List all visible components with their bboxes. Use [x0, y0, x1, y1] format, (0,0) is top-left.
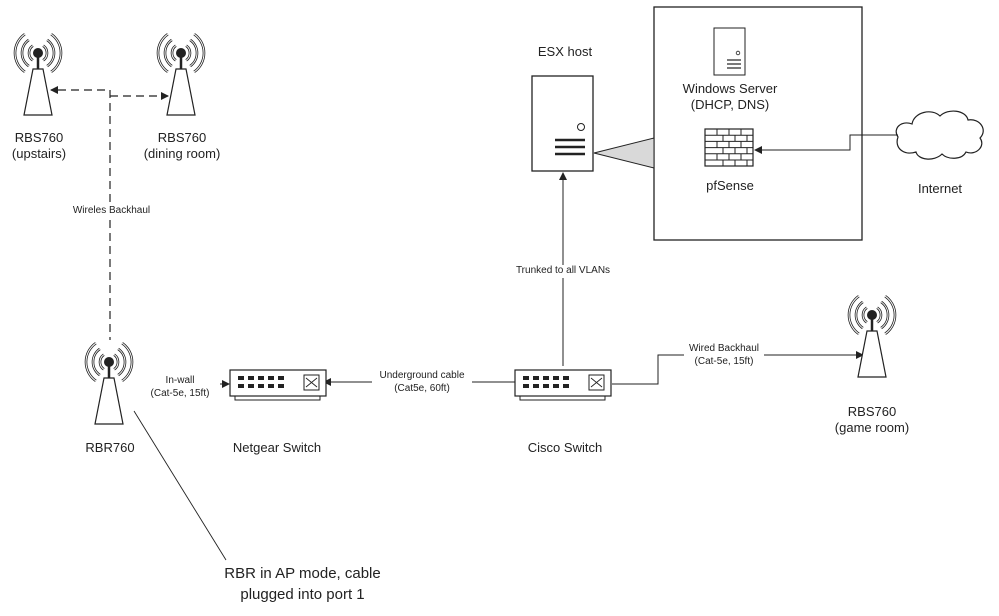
rbr-label: RBR760: [85, 440, 135, 455]
cisco-switch-icon[interactable]: [514, 369, 612, 401]
virtualization-connector: [593, 137, 655, 169]
rbs-upstairs-name: RBS760: [14, 130, 64, 145]
rbs-dining-location: (dining room): [143, 145, 221, 161]
in-wall-text: In-wall: [165, 375, 195, 386]
rbs-game-tower-icon[interactable]: [847, 295, 897, 378]
pfsense-firewall-icon[interactable]: [704, 128, 754, 167]
netgear-switch-icon[interactable]: [229, 369, 327, 401]
windows-server-name: Windows Server: [682, 81, 778, 96]
internet-uplink-line: [754, 134, 898, 154]
rbs-game-name: RBS760: [847, 404, 897, 419]
internet-cloud-icon[interactable]: [895, 110, 984, 160]
esx-vm-container: [653, 6, 863, 241]
rbr-tower-icon[interactable]: [84, 342, 134, 425]
esx-host-label: ESX host: [537, 44, 593, 59]
rbs-dining-label: RBS760 (dining room): [132, 130, 232, 161]
rbs-upstairs-location: (upstairs): [11, 145, 67, 161]
underground-text: Underground cable: [379, 370, 465, 381]
wireless-backhaul-label: Wireles Backhaul: [64, 205, 159, 218]
esx-host-server-icon[interactable]: [531, 75, 594, 172]
rbs-upstairs-label: RBS760 (upstairs): [0, 130, 78, 161]
rbs-game-location: (game room): [834, 419, 910, 435]
in-wall-label: In-wall (Cat-5e, 15ft): [140, 375, 220, 400]
annotation-leader-line: [133, 410, 227, 561]
rbs-game-label: RBS760 (game room): [822, 404, 922, 435]
wired-backhaul-text: Wired Backhaul: [688, 343, 760, 354]
rbs-dining-name: RBS760: [157, 130, 207, 145]
rbs-dining-tower-icon[interactable]: [156, 33, 206, 116]
rbr-mode-annotation: RBR in AP mode, cable plugged into port …: [210, 563, 395, 605]
underground-spec: (Cat5e, 60ft): [394, 382, 450, 394]
windows-server-label: Windows Server (DHCP, DNS): [670, 81, 790, 112]
pfsense-label: pfSense: [706, 178, 754, 193]
annotation-line-2: plugged into port 1: [240, 586, 365, 603]
trunk-label: Trunked to all VLANs: [513, 265, 613, 278]
wired-backhaul-spec: (Cat-5e, 15ft): [694, 355, 754, 367]
internet-label: Internet: [917, 181, 963, 196]
in-wall-spec: (Cat-5e, 15ft): [150, 387, 210, 399]
underground-cable-label: Underground cable (Cat5e, 60ft): [372, 370, 472, 395]
annotation-line-1: RBR in AP mode, cable: [224, 565, 381, 582]
windows-server-roles: (DHCP, DNS): [690, 96, 770, 112]
wired-backhaul-label: Wired Backhaul (Cat-5e, 15ft): [684, 343, 764, 368]
netgear-switch-label: Netgear Switch: [232, 440, 322, 455]
cisco-switch-label: Cisco Switch: [527, 440, 603, 455]
rbs-upstairs-tower-icon[interactable]: [13, 33, 63, 116]
windows-server-icon[interactable]: [713, 27, 746, 76]
